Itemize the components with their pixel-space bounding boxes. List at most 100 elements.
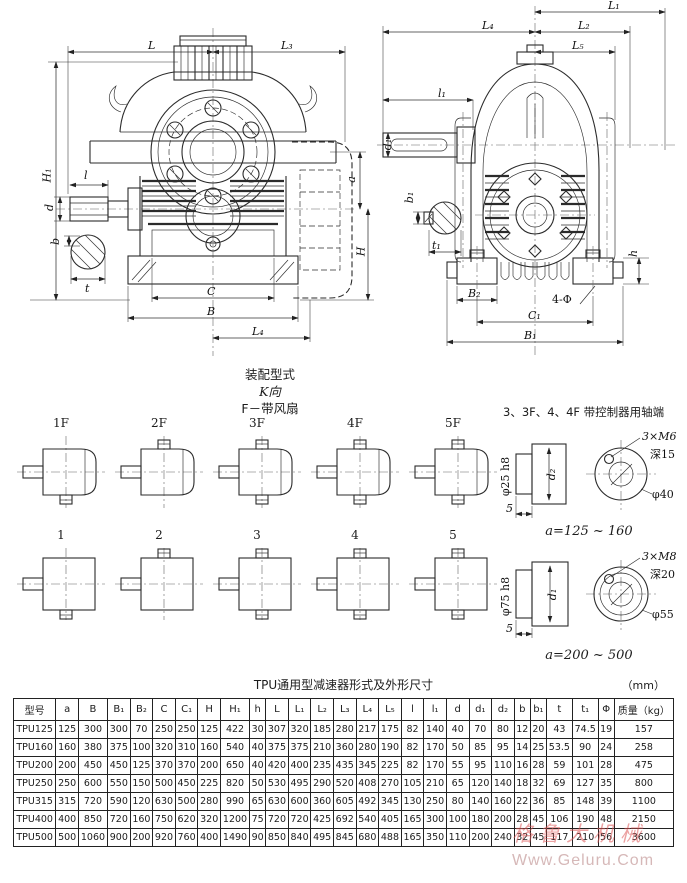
table-cell: 210 — [423, 774, 447, 793]
table-cell: 350 — [423, 828, 447, 847]
table-cell: 760 — [174, 828, 199, 847]
table-cell: 680 — [355, 828, 380, 847]
table-cell: 40 — [249, 738, 267, 757]
dim-label-t: t — [85, 282, 90, 295]
table-cell: 28 — [513, 810, 531, 829]
dim-label-side-B1: B₁ — [524, 329, 537, 342]
table-cell: 425 — [310, 810, 334, 829]
table-cell: 82 — [400, 720, 425, 739]
assembly-item-label: 4F — [347, 416, 363, 430]
table-cell: 55 — [445, 756, 470, 775]
table-cell: 175 — [378, 720, 402, 739]
table-cell: 300 — [77, 720, 109, 739]
table-cell: 12 — [513, 720, 531, 739]
table-cell: 28 — [529, 756, 547, 775]
range-label-2: a=200 ~ 500 — [545, 648, 633, 663]
table-cell: 65 — [249, 792, 267, 811]
table-cell: 43 — [545, 720, 573, 739]
column-header: L — [265, 698, 289, 721]
table-cell: 320 — [197, 810, 221, 829]
table-cell: 160 — [491, 792, 515, 811]
table-cell: 450 — [77, 756, 109, 775]
table-cell: 250 — [174, 720, 199, 739]
dim-label-side-b1: b₁ — [403, 191, 417, 204]
table-cell: 270 — [378, 774, 402, 793]
table-cell: 2150 — [613, 810, 675, 829]
column-header: a — [55, 698, 79, 721]
dim-label-side-B2: B₂ — [468, 287, 481, 300]
table-cell: 380 — [77, 738, 109, 757]
dim-label-H: H — [354, 246, 368, 257]
table-cell: 117 — [545, 828, 573, 847]
column-header: B₁ — [107, 698, 131, 721]
table-cell: 400 — [197, 828, 221, 847]
table-cell: 400 — [287, 756, 312, 775]
assembly-diagram — [115, 436, 203, 508]
table-cell: 200 — [129, 828, 154, 847]
table-cell: 1490 — [219, 828, 251, 847]
assembly-title-line2: K向 — [259, 384, 281, 399]
table-cell: 400 — [55, 810, 79, 829]
table-cell: 53.5 — [545, 738, 573, 757]
table-cell: 210 — [310, 738, 334, 757]
dim-label-side-L1: L₁ — [608, 0, 620, 12]
inner-dia-label-2: d₁ — [546, 588, 560, 601]
table-cell: 69 — [545, 774, 573, 793]
table-cell: 24 — [597, 738, 615, 757]
table-cell: 106 — [545, 810, 573, 829]
column-header: B — [77, 698, 109, 721]
table-cell: 45 — [529, 828, 547, 847]
table-cell: 250 — [423, 792, 447, 811]
table-cell: 315 — [55, 792, 79, 811]
table-cell: 105 — [400, 774, 425, 793]
table-cell: 370 — [174, 756, 199, 775]
table-cell: 500 — [152, 774, 176, 793]
column-header: L₂ — [310, 698, 334, 721]
table-cell: 200 — [55, 756, 79, 775]
model-cell: TPU250 — [12, 774, 57, 793]
table-cell: 475 — [613, 756, 675, 775]
dim-label-side-C1: C₁ — [528, 309, 541, 322]
table-cell: 375 — [107, 738, 131, 757]
assembly-item-2: 2 — [110, 528, 208, 624]
table-cell: 1100 — [613, 792, 675, 811]
table-cell: 217 — [355, 720, 380, 739]
table-cell: 20 — [529, 720, 547, 739]
table-cell: 160 — [55, 738, 79, 757]
table-cell: 14 — [513, 738, 531, 757]
assembly-item-label: 2 — [155, 528, 163, 542]
assembly-item-2F: 2F — [110, 416, 208, 512]
dim-label-H1: H₁ — [40, 168, 54, 183]
table-cell: 160 — [129, 810, 154, 829]
assembly-item-5F: 5F — [404, 416, 502, 512]
dim-label-side-L4: L₄ — [482, 19, 494, 32]
table-cell: 692 — [332, 810, 357, 829]
table-cell: 19 — [597, 720, 615, 739]
assembly-item-label: 3F — [249, 416, 265, 430]
table-cell: 845 — [332, 828, 357, 847]
table-unit: （mm） — [621, 679, 665, 692]
dim-label-a: a — [344, 176, 358, 183]
table-cell: 495 — [287, 774, 312, 793]
table-cell: 290 — [310, 774, 334, 793]
table-cell: 85 — [545, 792, 573, 811]
table-cell: 140 — [491, 774, 515, 793]
assembly-diagram — [17, 548, 105, 620]
table-cell: 225 — [197, 774, 221, 793]
table-cell: 75 — [249, 810, 267, 829]
table-cell: 28 — [597, 756, 615, 775]
shaft-dia-label-2: φ75 h8 — [499, 576, 513, 617]
table-cell: 375 — [287, 738, 312, 757]
table-cell: 190 — [571, 810, 599, 829]
table-cell: 720 — [77, 792, 109, 811]
table-cell: 35 — [597, 774, 615, 793]
model-cell: TPU400 — [12, 810, 57, 829]
dim-label-B: B — [207, 305, 216, 318]
column-header: l₁ — [423, 698, 447, 721]
